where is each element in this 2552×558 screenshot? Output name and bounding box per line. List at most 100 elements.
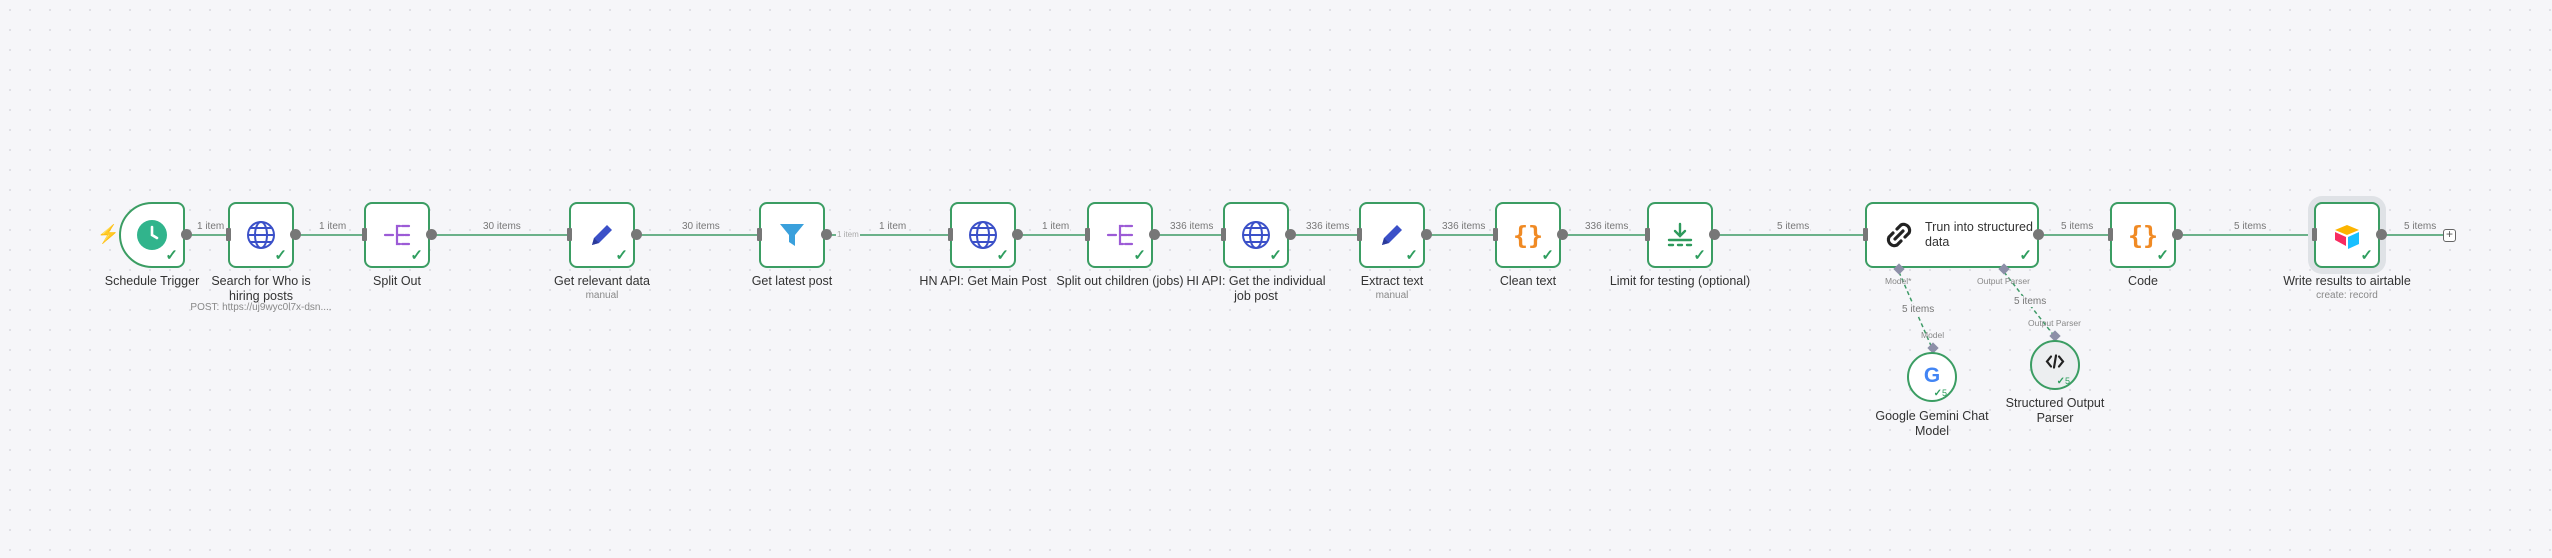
node-write-airtable[interactable]: ✓ — [2314, 202, 2380, 268]
edge-label: 336 items — [1584, 221, 1630, 232]
node-get-latest-post[interactable] — [759, 202, 825, 268]
success-check-icon: ✓ — [1933, 388, 1942, 399]
edge-label: 1 item — [836, 230, 860, 239]
node-label: Extract text — [1360, 274, 1424, 288]
edge-label: 1 item — [196, 221, 226, 232]
input-port[interactable] — [948, 228, 953, 241]
output-port[interactable] — [2172, 229, 2183, 240]
node-schedule-trigger[interactable]: ✓ — [119, 202, 185, 268]
node-google-gemini[interactable]: G ✓ 5 — [1907, 352, 1957, 402]
node-clean-text[interactable]: {} ✓ — [1495, 202, 1561, 268]
edge-label: 1 item — [318, 221, 348, 232]
success-check-icon: ✓ — [2360, 247, 2373, 264]
node-hn-api-main-post[interactable]: ✓ — [950, 202, 1016, 268]
globe-icon — [242, 216, 280, 254]
node-label: Code — [2128, 274, 2158, 288]
output-port[interactable] — [631, 229, 642, 240]
node-label: Get latest post — [751, 274, 833, 288]
add-node-button[interactable]: + — [2443, 228, 2456, 242]
input-port[interactable] — [2108, 228, 2113, 241]
node-label: Split out children (jobs) — [1056, 274, 1184, 288]
node-extract-text[interactable]: ✓ — [1359, 202, 1425, 268]
input-port[interactable] — [1357, 228, 1362, 241]
edge-label: 1 item — [878, 221, 908, 232]
run-count: 5 — [1941, 388, 1947, 398]
output-port[interactable] — [2376, 229, 2387, 240]
node-subtitle: POST: https://uj9wyc0l7x-dsn.... — [190, 302, 332, 313]
globe-icon — [1237, 216, 1275, 254]
node-hi-api-job-post[interactable]: ✓ — [1223, 202, 1289, 268]
code-braces-icon: {} — [2127, 220, 2159, 250]
input-port[interactable] — [567, 228, 572, 241]
node-subtitle: manual — [1375, 290, 1409, 301]
node-label: Write results to airtable — [2283, 274, 2411, 288]
run-count: 5 — [2064, 376, 2070, 386]
node-label: HN API: Get Main Post — [919, 274, 1047, 288]
success-check-icon: ✓ — [1269, 247, 1282, 264]
edge-label: 5 items — [2233, 221, 2268, 232]
success-check-icon: ✓ — [1133, 247, 1146, 264]
node-structured-output-parser[interactable]: ✓ 5 — [2030, 340, 2080, 390]
split-icon — [378, 216, 416, 254]
connector-label: Model* — [1885, 276, 1912, 286]
node-label: Split Out — [373, 274, 421, 288]
node-split-out[interactable]: ✓ — [364, 202, 430, 268]
input-port[interactable] — [362, 228, 367, 241]
output-port[interactable] — [1557, 229, 1568, 240]
success-check-icon: ✓ — [1405, 247, 1418, 264]
connector-label: Model — [1921, 330, 1945, 340]
node-label: Structured Output Parser — [2005, 396, 2105, 425]
success-check-icon: ✓ — [615, 247, 628, 264]
node-title: Trun into structured data — [1925, 220, 2033, 249]
node-subtitle: create: record — [2316, 290, 2378, 301]
node-label: Google Gemini Chat Model — [1875, 409, 1989, 438]
node-label: HI API: Get the individual job post — [1186, 274, 1326, 303]
node-structured-data-chain[interactable]: Trun into structured data ✓ — [1865, 202, 2039, 268]
airtable-icon — [2328, 216, 2366, 254]
node-split-children[interactable]: ✓ — [1087, 202, 1153, 268]
output-port[interactable] — [1012, 229, 1023, 240]
output-port[interactable] — [290, 229, 301, 240]
input-port[interactable] — [1493, 228, 1498, 241]
node-label: Clean text — [1499, 274, 1557, 288]
node-get-relevant-data[interactable]: ✓ — [569, 202, 635, 268]
edge-label: 5 items — [2013, 296, 2048, 307]
input-port[interactable] — [2312, 228, 2317, 241]
limit-icon — [1661, 216, 1699, 254]
edge-label: 5 items — [2060, 221, 2095, 232]
output-port[interactable] — [2033, 229, 2044, 240]
input-port[interactable] — [1863, 228, 1868, 241]
google-icon: G — [1923, 363, 1941, 387]
edge-label: 5 items — [1901, 304, 1936, 315]
output-port[interactable] — [1421, 229, 1432, 240]
input-port[interactable] — [757, 228, 762, 241]
edge-label: 1 item — [1041, 221, 1071, 232]
output-port[interactable] — [1149, 229, 1160, 240]
edge-label: 336 items — [1169, 221, 1215, 232]
edge-label: 336 items — [1305, 221, 1351, 232]
input-port[interactable] — [226, 228, 231, 241]
output-port[interactable] — [181, 229, 192, 240]
edge-label: 5 items — [2403, 221, 2438, 232]
success-check-icon: ✓ — [2156, 247, 2169, 264]
node-limit-testing[interactable]: ✓ — [1647, 202, 1713, 268]
input-port[interactable] — [1085, 228, 1090, 241]
success-check-icon: ✓ — [410, 247, 423, 264]
node-code[interactable]: {} ✓ — [2110, 202, 2176, 268]
output-port[interactable] — [1709, 229, 1720, 240]
output-port[interactable] — [426, 229, 437, 240]
pencil-icon — [1373, 216, 1411, 254]
edge-label: 5 items — [1776, 221, 1811, 232]
code-tag-icon — [2045, 353, 2065, 374]
edge-label: 336 items — [1441, 221, 1487, 232]
success-check-icon: ✓ — [996, 247, 1009, 264]
connector-label: Output Parser — [1977, 276, 2030, 286]
node-search-posts[interactable]: ✓ — [228, 202, 294, 268]
output-port[interactable] — [1285, 229, 1296, 240]
output-port[interactable] — [821, 229, 832, 240]
input-port[interactable] — [1645, 228, 1650, 241]
success-check-icon: ✓ — [165, 247, 178, 264]
input-port[interactable] — [1221, 228, 1226, 241]
node-label: Get relevant data — [554, 274, 650, 288]
